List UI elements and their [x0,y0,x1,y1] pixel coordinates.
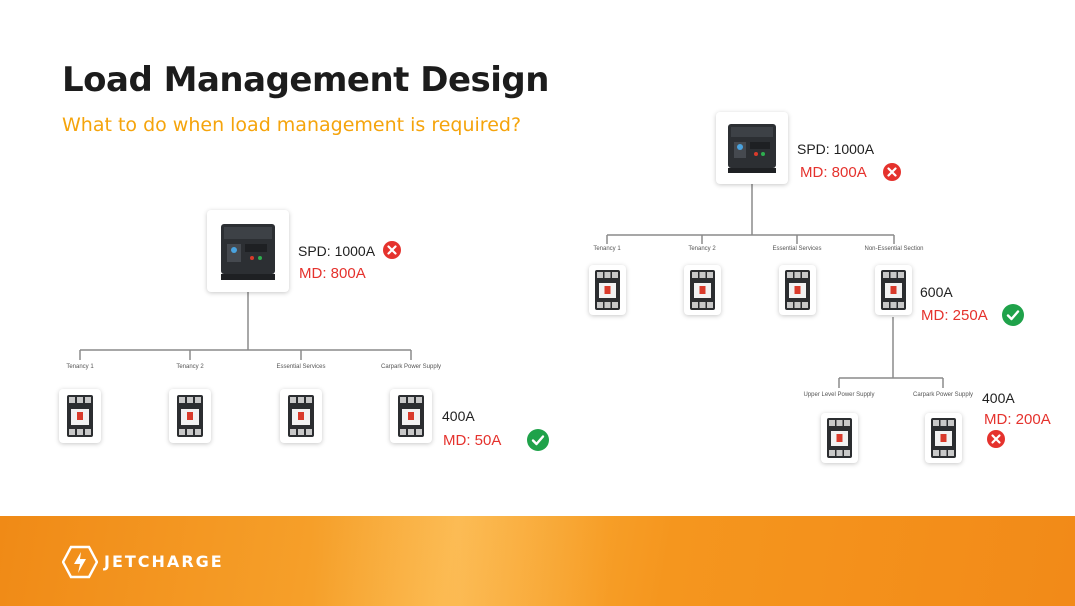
left-branch-label-1: Tenancy 1 [66,364,94,370]
right-carpark-md: MD: 200A [984,411,1051,428]
left-carpark-md: MD: 50A [443,432,502,449]
left-branch-label-2: Tenancy 2 [176,364,204,370]
right-nonessential-rating: 600A [920,284,953,300]
right-branch-breaker-2 [684,265,721,315]
page-title: Load Management Design [62,60,549,100]
brand-name: JETCHARGE [104,552,224,571]
right-nonessential-md: MD: 250A [921,307,988,324]
left-branch-breaker-1 [59,389,101,443]
right-sub-label-2: Carpark Power Supply [912,392,974,398]
moulded-case-breaker-icon [931,418,956,458]
right-branch-label-2: Tenancy 2 [688,246,716,252]
cross-circle-icon [383,241,401,259]
right-branch-breaker-1 [589,265,626,315]
right-main-breaker [716,112,788,184]
moulded-case-breaker-icon [690,270,715,310]
moulded-case-breaker-icon [881,270,906,310]
page-subtitle: What to do when load management is requi… [62,114,522,136]
left-main-md: MD: 800A [299,265,366,282]
right-branch-breaker-4 [875,265,912,315]
footer-highlight [310,516,610,606]
right-branch-label-4: Non-Essential Section [864,246,924,252]
air-circuit-breaker-icon [728,124,776,173]
cross-circle-icon [987,430,1005,448]
left-branch-breaker-2 [169,389,211,443]
moulded-case-breaker-icon [67,395,93,437]
check-circle-icon [1002,304,1024,326]
right-branch-breaker-3 [779,265,816,315]
jetcharge-logo-icon [62,545,98,579]
left-branch-label-3: Essential Services [276,364,326,370]
left-carpark-rating: 400A [442,408,475,424]
left-branch-label-4: Carpark Power Supply [380,364,442,370]
right-sub-breaker-2 [925,413,962,463]
air-circuit-breaker-icon [221,224,275,280]
right-branch-label-1: Tenancy 1 [593,246,621,252]
moulded-case-breaker-icon [398,395,424,437]
right-main-md: MD: 800A [800,164,867,181]
left-branch-breaker-4 [390,389,432,443]
moulded-case-breaker-icon [595,270,620,310]
footer-band [0,516,1075,606]
right-main-spd: SPD: 1000A [797,141,875,157]
left-main-spd: SPD: 1000A [298,243,376,259]
right-sub-breaker-1 [821,413,858,463]
left-branch-breaker-3 [280,389,322,443]
left-main-breaker [207,210,289,292]
right-branch-label-3: Essential Services [772,246,822,252]
moulded-case-breaker-icon [827,418,852,458]
moulded-case-breaker-icon [785,270,810,310]
moulded-case-breaker-icon [288,395,314,437]
cross-circle-icon [883,163,901,181]
check-circle-icon [527,429,549,451]
moulded-case-breaker-icon [177,395,203,437]
right-carpark-rating: 400A [982,390,1015,406]
right-sub-label-1: Upper Level Power Supply [803,392,875,398]
